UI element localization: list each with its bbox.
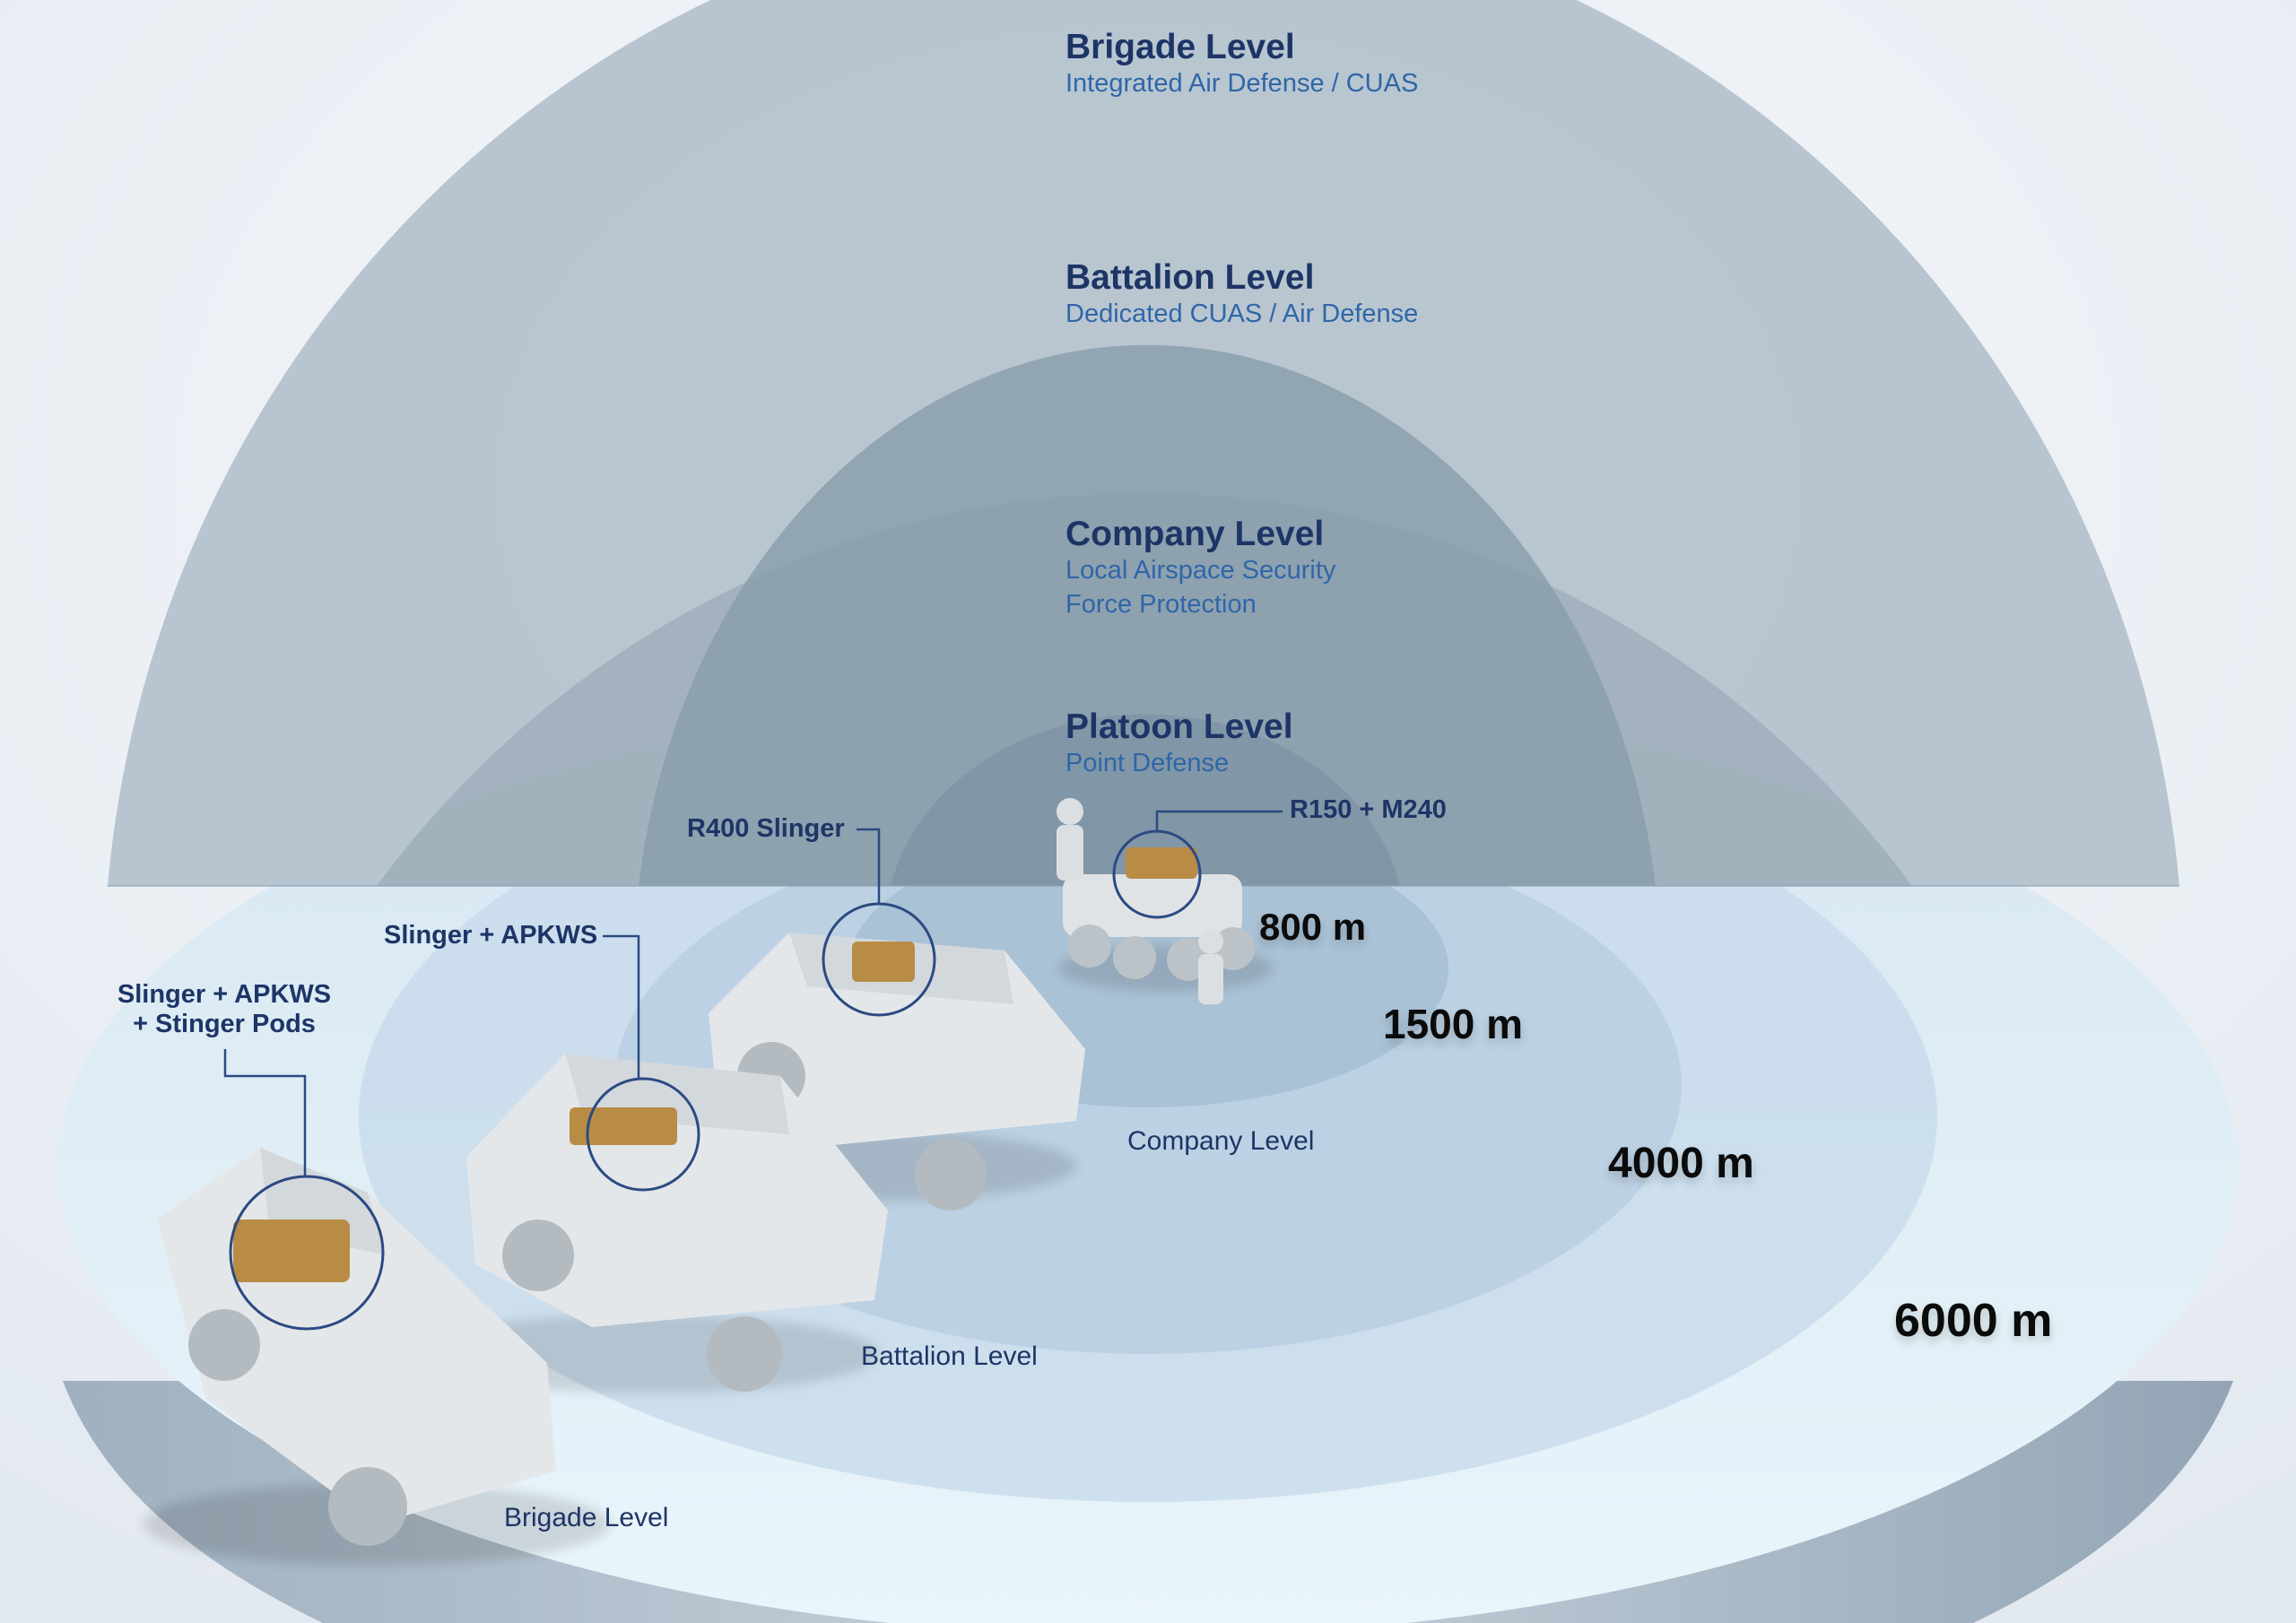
callout-r150-m240: R150 + M240: [1290, 795, 1447, 824]
ground-label-company: Company Level: [1127, 1126, 1315, 1156]
tier-company-heading: Company Level Local Airspace Security Fo…: [1065, 515, 1336, 621]
vehicle-slinger-apkws: [413, 1054, 888, 1393]
leader-slinger-apkws: [603, 934, 640, 1079]
callout-r400-slinger: R400 Slinger: [687, 814, 845, 843]
leader-r150: [1155, 810, 1283, 831]
callout-stinger-line-2: + Stinger Pods: [133, 1010, 316, 1038]
tier-battalion-line-1: Dedicated CUAS / Air Defense: [1065, 299, 1419, 328]
tier-battalion-title: Battalion Level: [1065, 258, 1315, 297]
leader-r400: [857, 828, 881, 904]
range-brigade: 6000 m: [1894, 1295, 2053, 1347]
callout-stinger-line-1: Slinger + APKWS: [117, 980, 332, 1009]
tier-brigade-line-1: Integrated Air Defense / CUAS: [1065, 68, 1419, 98]
tier-company-line-2: Force Protection: [1065, 589, 1257, 619]
tier-platoon-line-1: Point Defense: [1065, 748, 1230, 777]
range-battalion: 4000 m: [1608, 1140, 1754, 1187]
ground-label-battalion: Battalion Level: [861, 1341, 1038, 1371]
stinger-callout-ring: [229, 1175, 385, 1331]
range-platoon: 800 m: [1259, 906, 1367, 948]
dome-company: [639, 344, 1656, 886]
tier-brigade-heading: Brigade Level Integrated Air Defense / C…: [1065, 28, 1419, 101]
callout-slinger-apkws: Slinger + APKWS: [384, 921, 598, 950]
vehicle-slinger-apkws-stinger: [144, 1148, 610, 1566]
slinger-apkws-callout-ring: [586, 1077, 700, 1192]
ground-label-brigade: Brigade Level: [504, 1503, 669, 1532]
tier-battalion-heading: Battalion Level Dedicated CUAS / Air Def…: [1065, 258, 1419, 332]
range-company: 1500 m: [1383, 1001, 1524, 1047]
tier-platoon-title: Platoon Level: [1065, 707, 1293, 746]
tier-brigade-title: Brigade Level: [1065, 28, 1295, 66]
dome-platoon: [891, 714, 1400, 886]
soldier-figures: [1057, 798, 1223, 1004]
tier-company-line-1: Local Airspace Security: [1065, 555, 1336, 585]
tier-company-title: Company Level: [1065, 515, 1325, 553]
tier-platoon-heading: Platoon Level Point Defense: [1065, 707, 1293, 781]
leader-stinger: [223, 1049, 307, 1176]
callout-slinger-apkws-stinger: Slinger + APKWS + Stinger Pods: [117, 980, 332, 1039]
